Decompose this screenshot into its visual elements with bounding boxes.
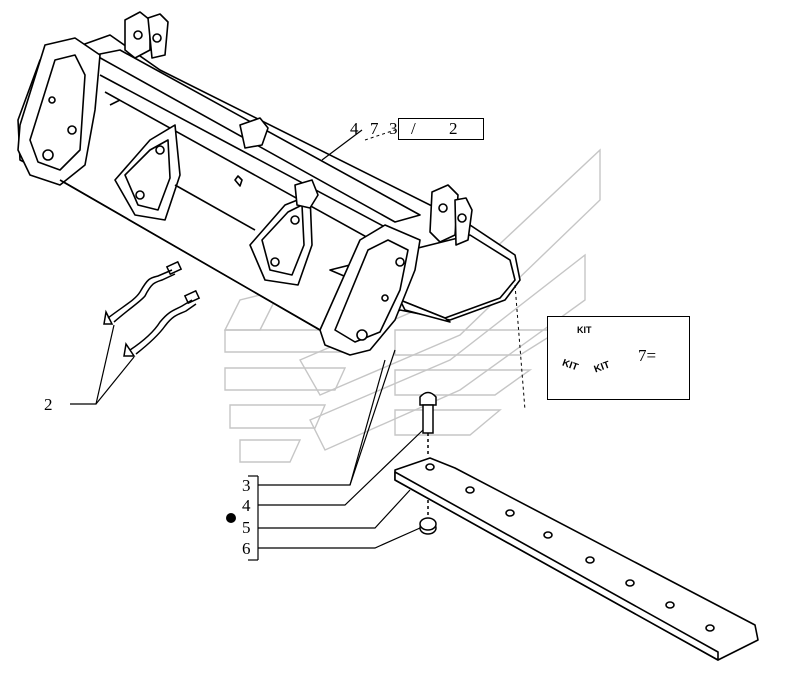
callout-edge-4: 4 <box>242 496 251 515</box>
hydraulic-hoses <box>103 260 201 357</box>
bucket <box>17 11 521 356</box>
leader-bucket-ref <box>321 129 363 161</box>
reference-page: 2 <box>449 119 458 138</box>
nut <box>419 500 437 535</box>
bolt <box>419 391 437 455</box>
leader-pipes <box>70 324 135 405</box>
callout-bucket-7: 7 <box>370 119 379 138</box>
callout-bucket-3: 3 <box>389 119 398 138</box>
kit-bullet-dot <box>226 513 236 523</box>
reference-slash: / <box>411 119 416 138</box>
cutting-edge <box>394 457 759 661</box>
kit-legend-box <box>547 316 690 400</box>
callout-pipes: 2 <box>44 395 53 414</box>
callout-edge-6: 6 <box>242 539 251 558</box>
reference-box: / 2 <box>398 118 484 140</box>
watermark-logo <box>223 148 601 463</box>
callout-edge-3: 3 <box>242 476 251 495</box>
callout-edge-5: 5 <box>242 518 251 537</box>
assembly-dash-lines <box>364 129 526 411</box>
kit-label-top: KIT <box>577 325 592 335</box>
leader-edge-parts <box>248 349 424 561</box>
kit-note: 7= <box>638 346 657 365</box>
callout-bucket-4: 4 <box>350 119 359 138</box>
